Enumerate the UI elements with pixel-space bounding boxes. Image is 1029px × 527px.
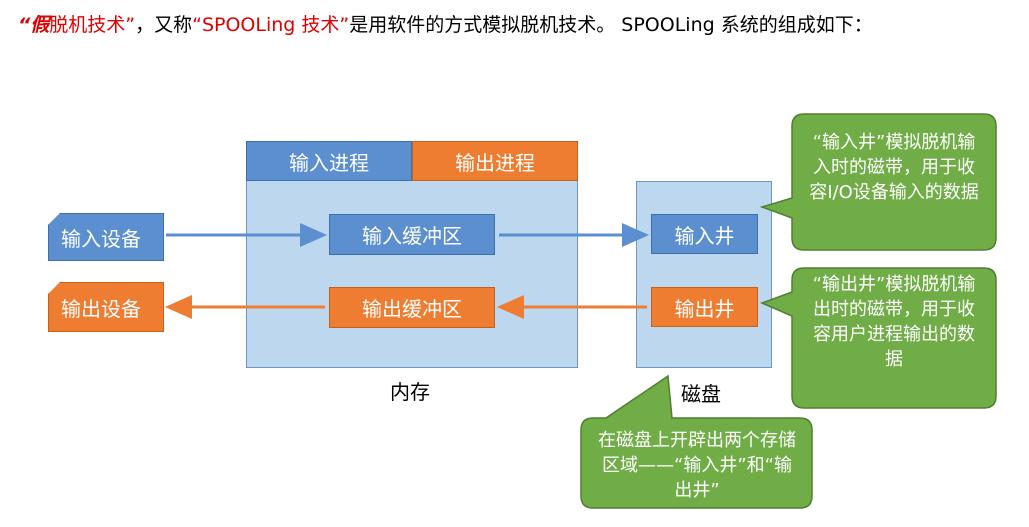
disk-label: 磁盘 — [681, 382, 721, 406]
header-line: “假脱机技术”，又称“SPOOLing 技术”是用软件的方式模拟脱机技术。 SP… — [18, 10, 873, 37]
input-well-box: 输入井 — [651, 214, 758, 254]
disk-panel — [636, 181, 772, 368]
output-well-box: 输出井 — [651, 287, 758, 327]
output-buffer-box: 输出缓冲区 — [329, 287, 495, 328]
output-process-box: 输出进程 — [412, 141, 578, 181]
output-device-box: 输出设备 — [48, 282, 164, 332]
callout-disk-shape — [580, 374, 813, 509]
callout-output-well-shape — [759, 267, 997, 409]
input-process-box: 输入进程 — [246, 141, 412, 181]
header-quote-false: “假 — [18, 14, 50, 36]
callout-input-well-text: “输入井”模拟脱机输入时的磁带，用于收容I/O设备输入的数据 — [809, 132, 979, 203]
callout-input-well-shape — [759, 113, 997, 251]
input-device-box: 输入设备 — [48, 213, 164, 261]
callout-disk-text: 在磁盘上开辟出两个存储区域——“输入井”和“输出井” — [598, 430, 796, 501]
callout-output-well-text: “输出井”模拟脱机输出时的磁带，用于收容用户进程输出的数据 — [812, 274, 976, 370]
header-spooling-term: “SPOOLing 技术” — [192, 14, 350, 36]
header-also-called: ，又称 — [135, 14, 193, 36]
header-description: 是用软件的方式模拟脱机技术。 SPOOLing 系统的组成如下： — [349, 14, 873, 36]
input-buffer-box: 输入缓冲区 — [329, 214, 495, 255]
memory-panel — [246, 180, 578, 368]
header-term: 脱机技术” — [49, 14, 136, 36]
memory-label: 内存 — [390, 380, 430, 404]
